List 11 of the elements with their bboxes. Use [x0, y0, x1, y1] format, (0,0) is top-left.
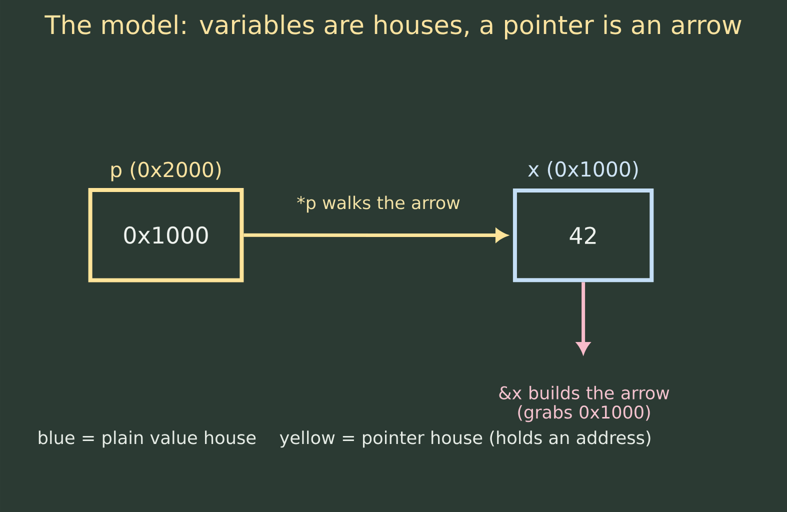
- arrow: [576, 282, 590, 354]
- key-note: blue = plain value house: [38, 430, 256, 448]
- variable-label: p (0x2000): [111, 161, 221, 182]
- title: The model: variables are houses, a pointer is an arrow: [44, 14, 742, 40]
- variable-box: 42: [512, 188, 654, 282]
- arrow: [244, 228, 508, 242]
- variable-box: 0x1000: [88, 188, 244, 282]
- edge-label: &x builds the arrow (grabs 0x1000): [499, 386, 670, 422]
- key-note: yellow = pointer house (holds an address): [280, 430, 650, 448]
- variable-label: x (0x1000): [528, 160, 638, 180]
- edge-label: *p walks the arrow: [297, 196, 460, 213]
